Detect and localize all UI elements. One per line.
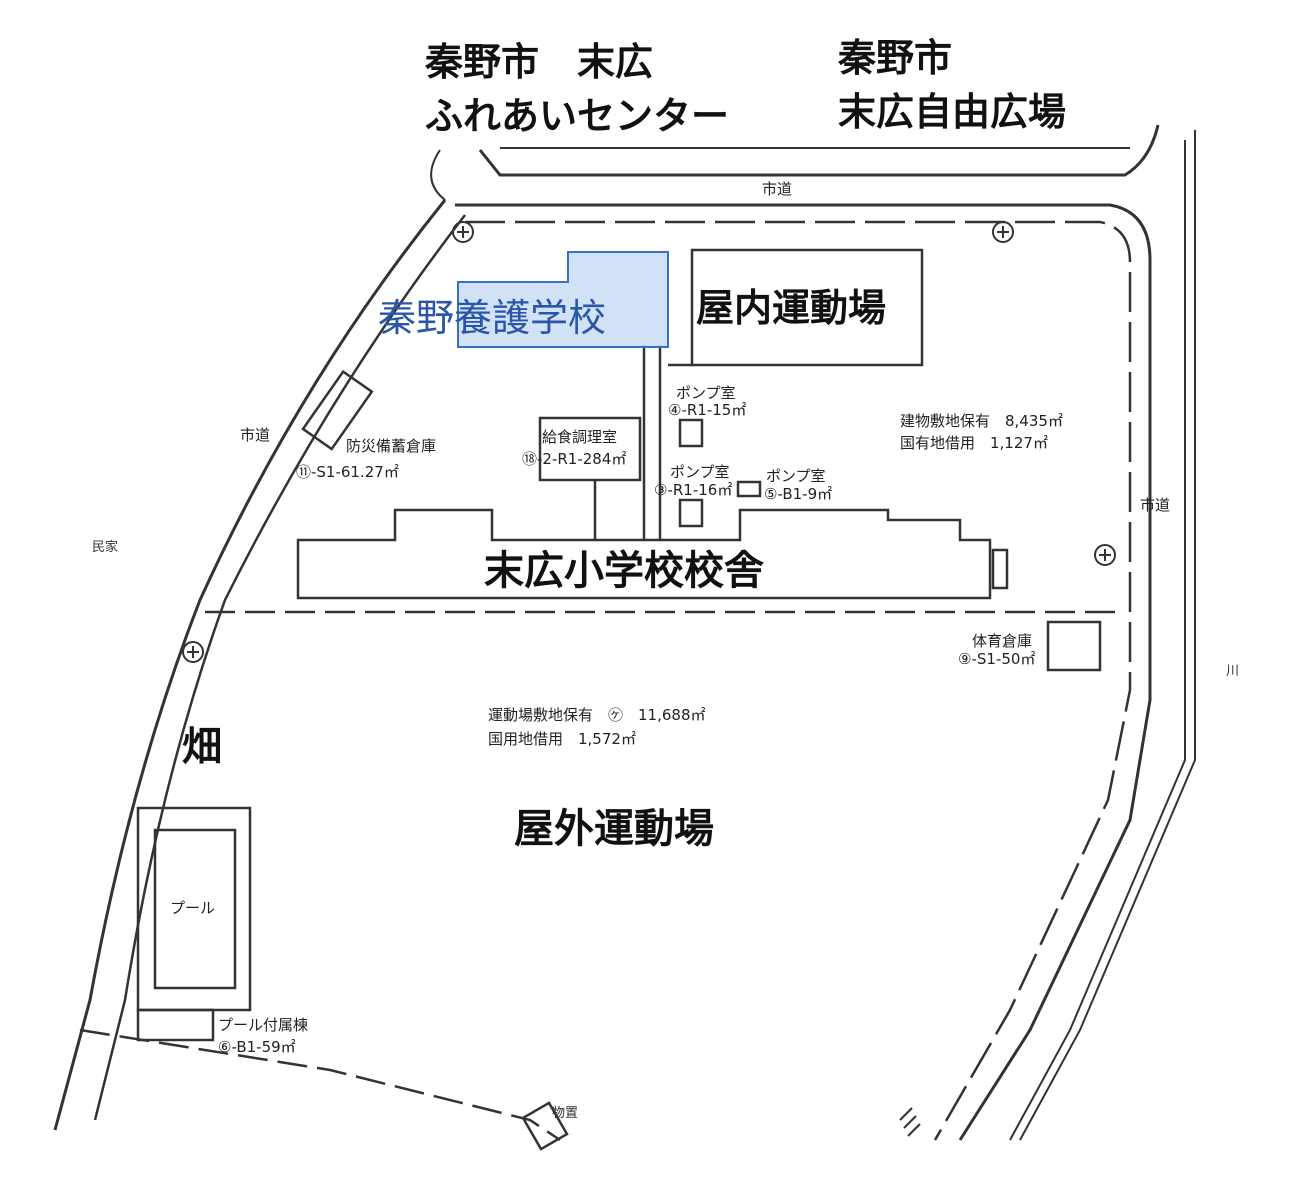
manhole-icon (452, 221, 474, 243)
pump-room-3 (736, 480, 762, 498)
yogo-school-highlight (457, 251, 669, 348)
plaza-label-1: 秦野市 (838, 36, 953, 80)
field-label: 畑 (182, 724, 222, 770)
pump-room-1-code: ④-R1-15㎡ (668, 401, 747, 419)
left-road-outer (53, 199, 447, 1131)
pool-annex-outline (136, 1008, 215, 1042)
road-label-left: 市道 (240, 426, 271, 444)
south-boundary (79, 1028, 561, 1142)
school-annex-box (991, 548, 1009, 590)
perimeter-road-outer (455, 203, 1152, 1141)
perimeter-road-inner (465, 220, 1132, 1141)
pump-room-1-name: ポンプ室 (676, 384, 736, 402)
pump-room-2-name: ポンプ室 (670, 463, 730, 481)
river-line-inner (1009, 140, 1186, 1141)
kitchen-name: 給食調理室 (542, 428, 618, 446)
storage-shed-outline (521, 1101, 569, 1151)
ground-site-owned: 運動場敷地保有 ㋘ 11,688㎡ (488, 706, 706, 724)
left-road-inner (93, 214, 466, 1121)
pump-room-2 (678, 498, 704, 528)
community-center-label-1: 秦野市 末広 (425, 40, 654, 84)
top-road-edge (478, 124, 1160, 177)
manhole-icon (1094, 544, 1116, 566)
houses-label: 民家 (92, 540, 119, 555)
pe-storage-code: ⑨-S1-50㎡ (958, 650, 1036, 668)
river-label: 川 (1226, 664, 1240, 679)
indoor-gym-label: 屋内運動場 (696, 286, 887, 330)
pool-label: プール (170, 899, 216, 917)
pump-room-3-code: ⑤-B1-9㎡ (764, 485, 833, 503)
ground-site-leased: 国用地借用 1,572㎡ (488, 730, 636, 748)
pool-annex-name: プール付属棟 (218, 1016, 309, 1034)
school-building-outline (296, 508, 992, 600)
indoor-gym-outline (690, 248, 924, 367)
left-road-stub (430, 149, 446, 201)
pool-annex-code: ⑥-B1-59㎡ (218, 1038, 296, 1056)
pe-storage-name: 体育倉庫 (972, 632, 1033, 650)
manhole-icon (182, 641, 204, 663)
outdoor-ground-label: 屋外運動場 (514, 806, 714, 852)
disaster-storage-code: ⑪-S1-61.27㎡ (296, 463, 399, 481)
building-site-owned: 建物敷地保有 8,435㎡ (900, 412, 1063, 430)
storage-shed-label: 物置 (552, 1106, 579, 1121)
kitchen-code: ⑱-2-R1-284㎡ (522, 450, 627, 468)
disaster-storage-name: 防災備蓄倉庫 (346, 437, 437, 455)
pe-storage-outline (1046, 620, 1102, 672)
pump-room-1 (678, 418, 704, 448)
disaster-storage-outline (301, 369, 374, 451)
yogo-school-label: 秦野養護学校 (378, 296, 607, 340)
pump-room-3-name: ポンプ室 (766, 467, 826, 485)
plaza-label-2: 末広自由広場 (838, 90, 1067, 134)
kitchen-outline (538, 416, 642, 482)
school-building-label: 末広小学校校舎 (484, 548, 764, 594)
pump-room-2-code: ③-R1-16㎡ (654, 481, 733, 499)
road-label-right: 市道 (1140, 496, 1171, 514)
hatched-area (899, 1107, 921, 1137)
river-line-outer (1019, 130, 1196, 1141)
manhole-icon (992, 221, 1014, 243)
manhole-icons (182, 221, 1116, 663)
road-label-top: 市道 (762, 180, 793, 198)
pool-inner (153, 828, 237, 990)
community-center-label-2: ふれあいセンター (425, 94, 730, 138)
building-site-leased: 国有地借用 1,127㎡ (900, 434, 1048, 452)
